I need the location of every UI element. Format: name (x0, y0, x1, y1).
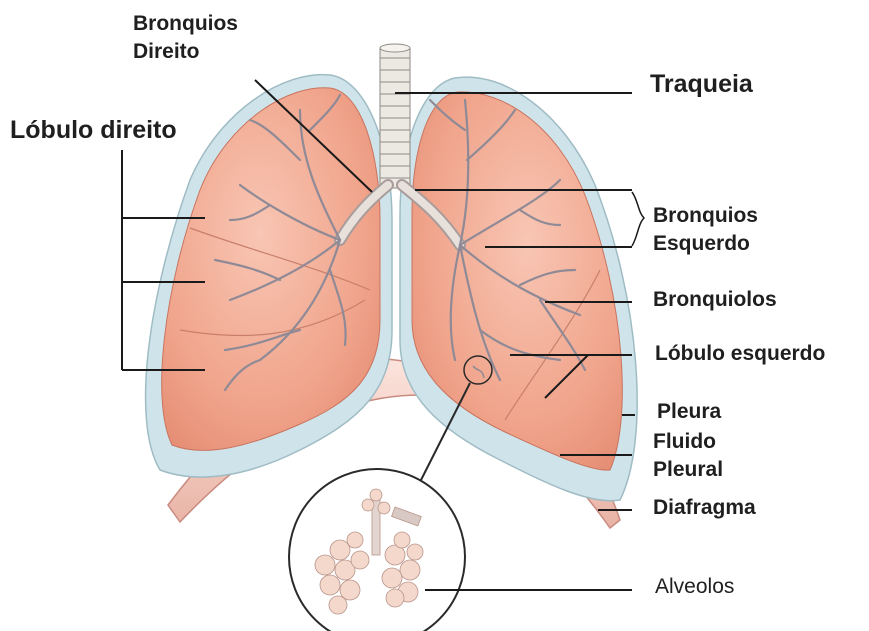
label-lobulo-esquerdo: Lóbulo esquerdo (655, 342, 825, 366)
label-diafragma: Diafragma (653, 496, 756, 520)
label-pleura: Pleura (657, 400, 721, 424)
label-bronquios-esquerdo-2: Esquerdo (653, 232, 750, 256)
label-fluido-pleural-2: Pleural (653, 458, 723, 482)
label-fluido-pleural-1: Fluido (653, 430, 716, 454)
label-traqueia: Traqueia (650, 70, 753, 99)
label-bronquiolos: Bronquiolos (653, 288, 777, 312)
label-bronquios-esquerdo-1: Bronquios (653, 204, 758, 228)
label-lobulo-direito: Lóbulo direito (10, 116, 177, 145)
label-bronquios-direito-2: Direito (133, 40, 200, 64)
label-alveolos: Alveolos (655, 575, 734, 599)
label-bronquios-direito-1: Bronquios (133, 12, 238, 36)
trachea (380, 44, 410, 188)
right-lung-shape (162, 88, 380, 451)
